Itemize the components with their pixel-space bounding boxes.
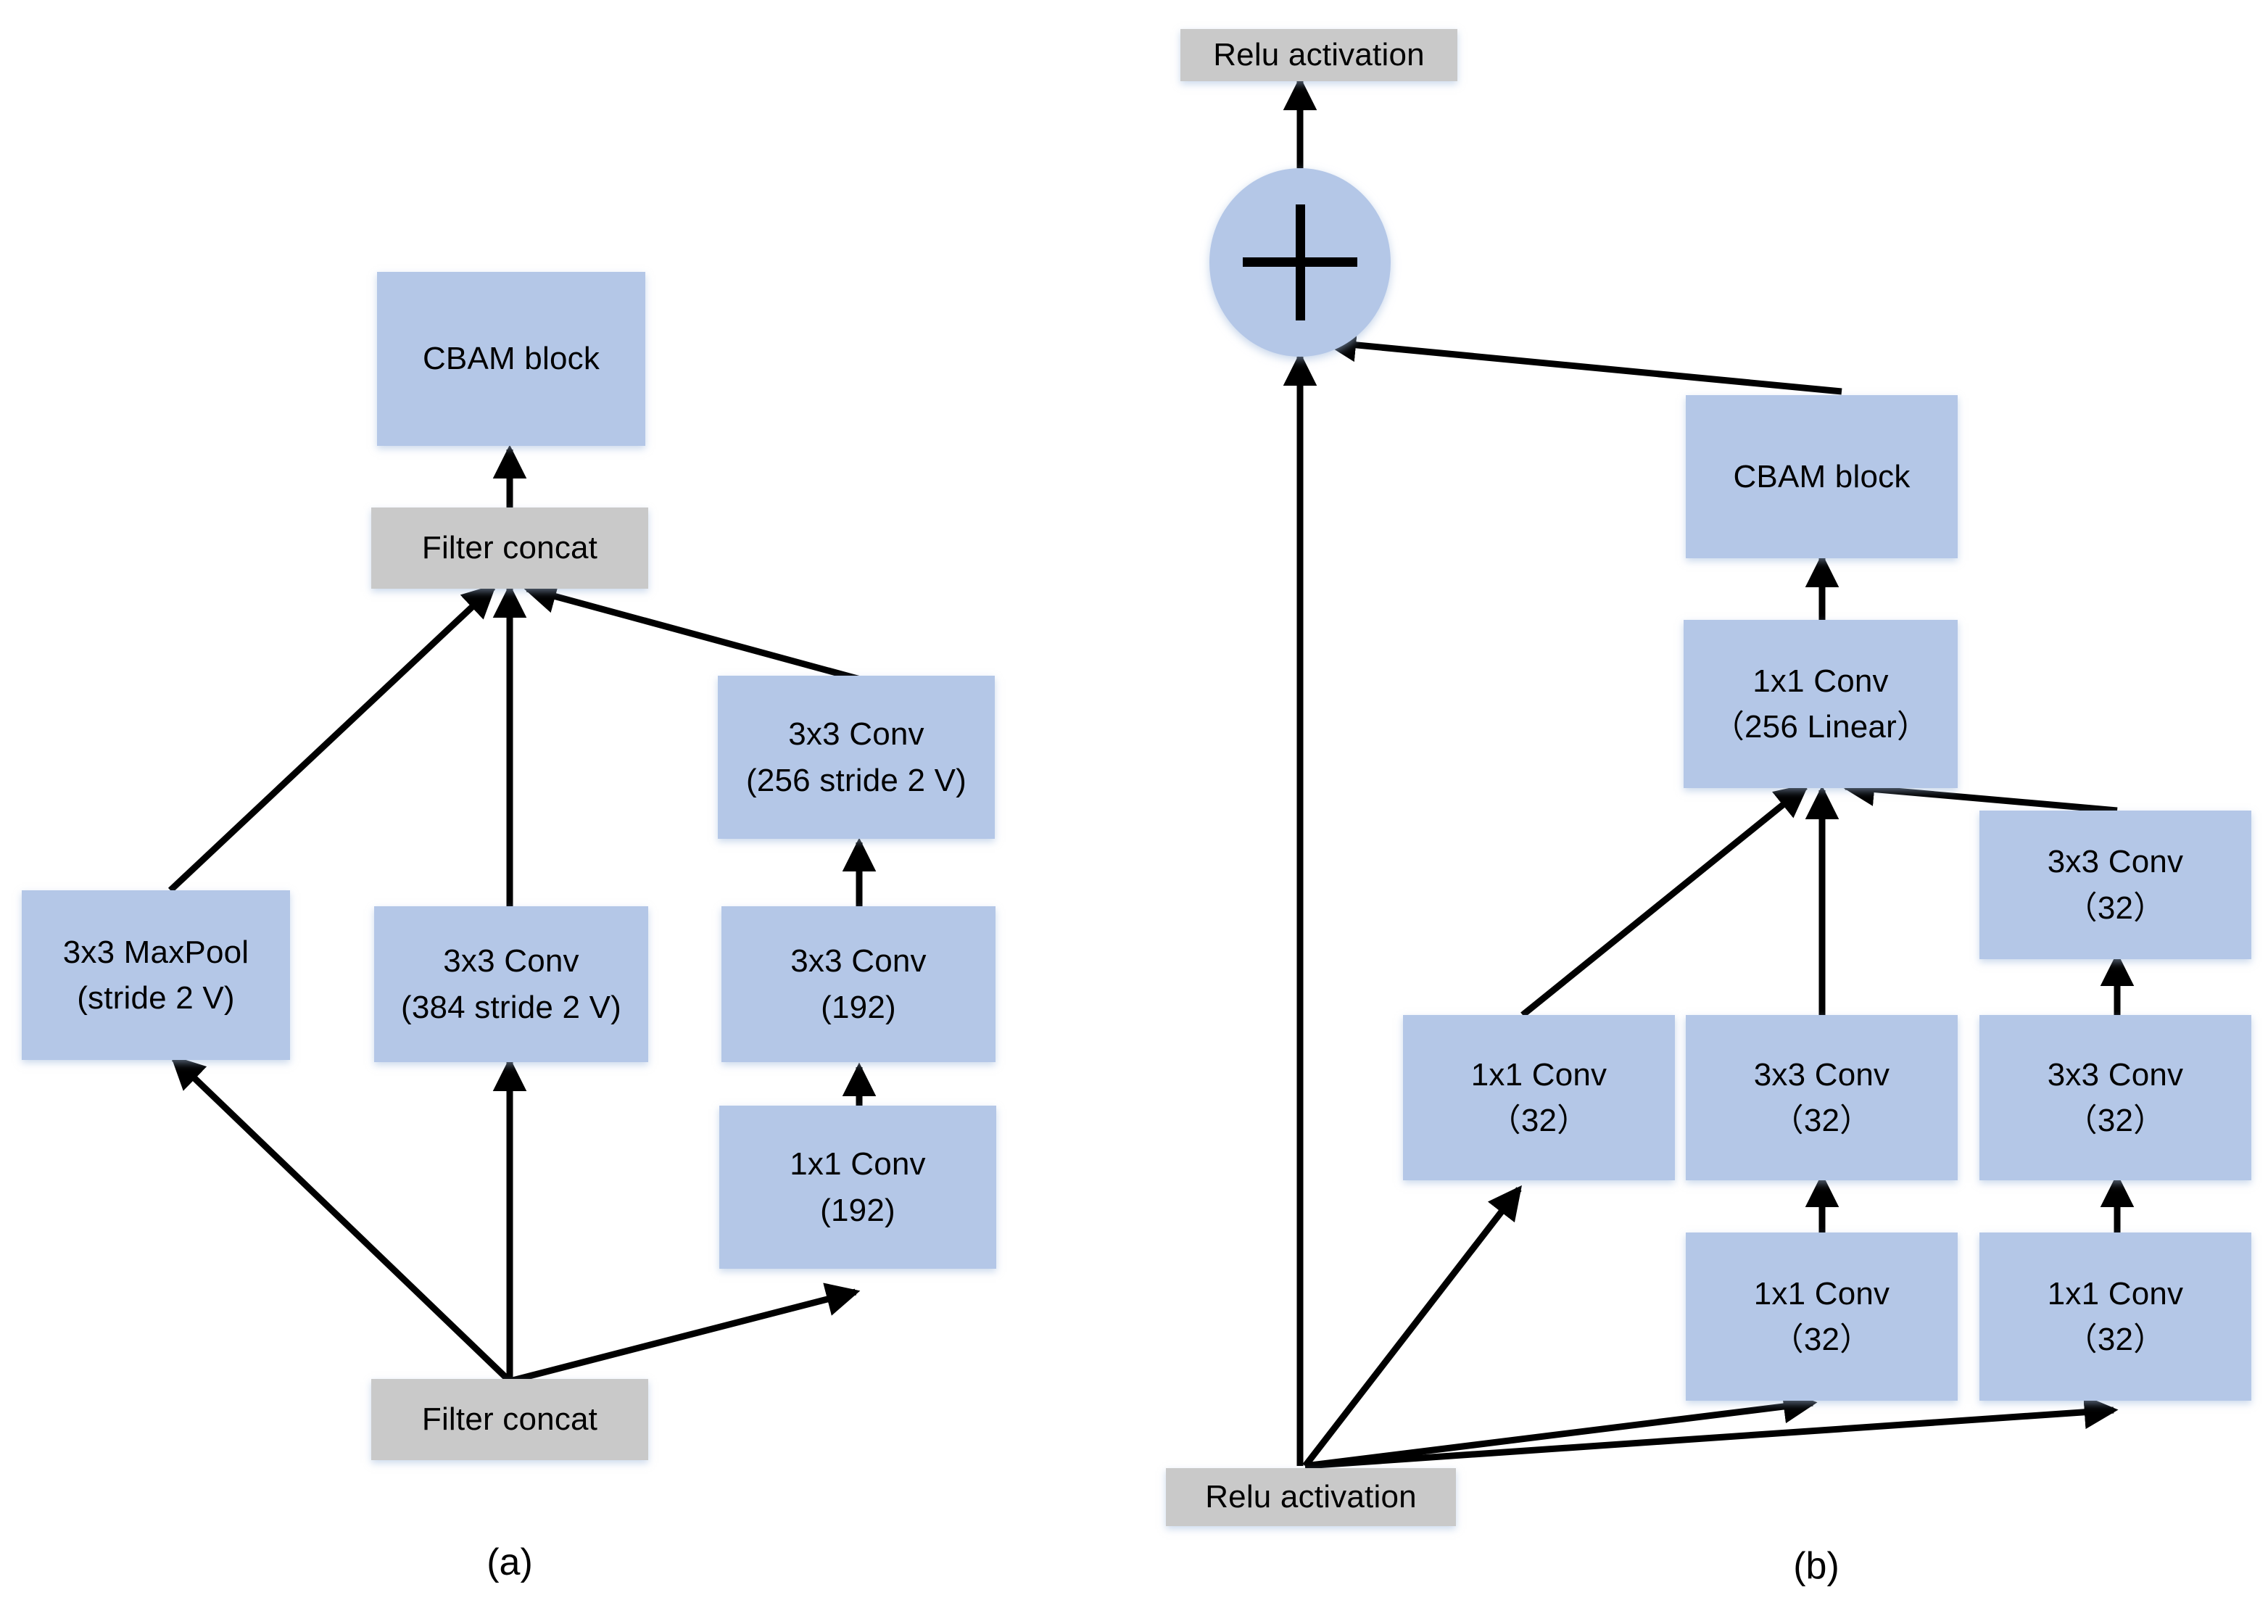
node-filter-concat-top-a[interactable]: Filter concat <box>371 508 648 589</box>
plus-icon-horizontal <box>1243 257 1357 267</box>
edge-maxpool-to-concat <box>167 584 497 893</box>
node-label-line1: 3x3 Conv <box>1753 1056 1890 1093</box>
node-label-line2: （32） <box>1771 1322 1872 1357</box>
node-cbam-block-b[interactable]: CBAM block <box>1686 395 1958 558</box>
node-relu-activation-top-b[interactable]: Relu activation <box>1180 29 1457 81</box>
node-label-line2: (256 stride 2 V) <box>745 762 967 798</box>
node-conv1x1-32-left-b[interactable]: 1x1 Conv （32） <box>1403 1015 1675 1180</box>
node-label-line1: 3x3 Conv <box>443 943 579 979</box>
node-conv384-a[interactable]: 3x3 Conv (384 stride 2 V) <box>374 906 648 1062</box>
node-conv256-stride2-a[interactable]: 3x3 Conv (256 stride 2 V) <box>718 676 995 839</box>
edge-conv1x1-32-left-to-linear <box>1520 783 1810 1018</box>
node-label-line2: （32） <box>2065 890 2166 926</box>
edge-concatb-to-conv1x1-192 <box>508 1283 861 1385</box>
edge-relu-bottom-to-conv1x1-midbottom <box>1304 1389 1818 1470</box>
node-label-line1: 3x3 Conv <box>2047 1056 2184 1093</box>
node-label-line2: （32） <box>1771 1103 1872 1138</box>
node-cbam-block-a[interactable]: CBAM block <box>377 272 645 446</box>
node-label-line2: （256 Linear） <box>1712 709 1929 745</box>
edge-conv3x3-32-righttop-to-linear <box>1840 772 2118 814</box>
caption-panel-a: (a) <box>487 1541 533 1583</box>
node-relu-activation-bottom-b[interactable]: Relu activation <box>1166 1468 1456 1526</box>
edge-relu-bottom-to-conv1x1-left <box>1302 1185 1523 1468</box>
edge-cbam-to-adder <box>1322 328 1842 395</box>
node-label-line1: 1x1 Conv <box>2047 1275 2184 1312</box>
edge-conv256-to-concat <box>522 579 864 684</box>
node-label-line1: 3x3 Conv <box>790 943 927 979</box>
node-label: Relu activation <box>1213 37 1425 73</box>
node-conv3x3-192-a[interactable]: 3x3 Conv (192) <box>721 906 996 1062</box>
node-conv3x3-32-mid-b[interactable]: 3x3 Conv （32） <box>1686 1015 1958 1180</box>
node-label-line1: 3x3 Conv <box>788 716 924 753</box>
node-conv1x1-256-linear-b[interactable]: 1x1 Conv （256 Linear） <box>1684 620 1958 788</box>
node-adder-b[interactable] <box>1209 168 1391 357</box>
node-label-line2: （32） <box>2065 1103 2166 1138</box>
node-label-line1: 1x1 Conv <box>1470 1056 1607 1093</box>
node-label: Filter concat <box>421 1401 598 1438</box>
node-conv1x1-32-mid-bottom-b[interactable]: 1x1 Conv （32） <box>1686 1232 1958 1401</box>
node-label-line2: （32） <box>2065 1322 2166 1357</box>
node-label-line1: 3x3 MaxPool <box>62 934 249 970</box>
node-conv3x3-32-right-b[interactable]: 3x3 Conv （32） <box>1979 1015 2251 1180</box>
node-label-line2: (192) <box>821 989 896 1025</box>
node-conv1x1-32-right-bottom-b[interactable]: 1x1 Conv （32） <box>1979 1232 2251 1401</box>
node-label: CBAM block <box>422 341 600 377</box>
node-label-line2: (192) <box>820 1192 895 1228</box>
node-label-line2: （32） <box>1489 1103 1589 1138</box>
node-conv3x3-32-right-top-b[interactable]: 3x3 Conv （32） <box>1979 811 2251 959</box>
node-label-line2: (384 stride 2 V) <box>400 989 621 1025</box>
edge-relu-bottom-to-conv1x1-rightbottom <box>1304 1395 2119 1470</box>
node-label: Filter concat <box>421 530 598 566</box>
node-filter-concat-bottom-a[interactable]: Filter concat <box>371 1379 648 1460</box>
node-label-line1: 1x1 Conv <box>790 1146 926 1182</box>
node-label-line1: 1x1 Conv <box>1753 1275 1890 1312</box>
node-label-line1: 1x1 Conv <box>1752 663 1889 699</box>
node-conv1x1-192-a[interactable]: 1x1 Conv (192) <box>719 1106 996 1269</box>
node-label: CBAM block <box>1733 458 1911 494</box>
edge-concatb-to-maxpool <box>170 1055 513 1384</box>
node-label: Relu activation <box>1205 1479 1417 1515</box>
node-label-line1: 3x3 Conv <box>2047 844 2184 880</box>
node-maxpool-a[interactable]: 3x3 MaxPool (stride 2 V) <box>22 890 290 1060</box>
caption-panel-b: (b) <box>1793 1545 1839 1587</box>
node-label-line2: (stride 2 V) <box>77 980 235 1016</box>
